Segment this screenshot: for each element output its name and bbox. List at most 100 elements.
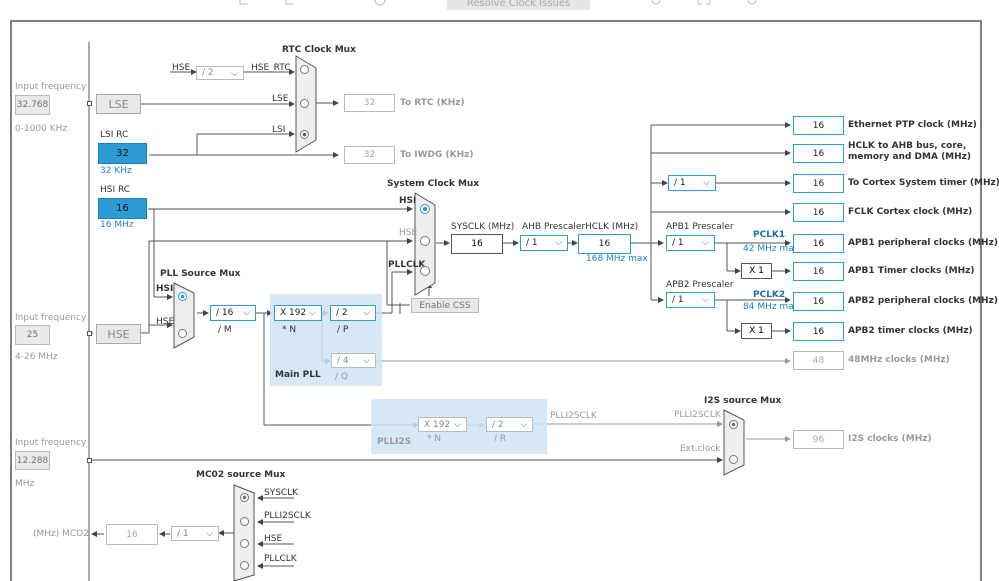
pll-source-hse-label: HSE [156,317,175,327]
ahb-prescaler-select[interactable]: / 1 ⌵ [520,235,568,251]
hclk-ahb-output[interactable]: 16 [793,144,844,163]
plli2s-title: PLLI2S [377,437,412,447]
ext-unit: MHz [15,479,35,489]
sysclk-pllclk-radio[interactable] [420,266,430,276]
cortex-timer-divider-select[interactable]: / 1⌵ [668,175,716,191]
apb1-peripheral-output[interactable]: 16 [793,234,844,253]
chevron-down-icon: ⌵ [454,420,461,430]
pll-q-value: / 4 [337,355,349,366]
apb2-timer-multiplier: X 1 [741,323,772,339]
plli2s-n-label: * N [427,434,442,444]
cortex-divider-value: / 1 [674,178,686,188]
pll-source-mux-title: PLL Source Mux [160,269,241,279]
apb1-prescaler-value: / 1 [672,238,684,248]
pll-q-divider-select[interactable]: / 4 ⌵ [331,353,376,368]
mco2-input-hse: HSE [264,534,283,544]
ext-input-title: Input frequency [15,438,87,448]
clk48-output: 48 [793,351,844,370]
sysclk-hsi-radio[interactable] [420,204,430,214]
enable-css-button[interactable]: Enable CSS [411,298,479,313]
pclk1-label: PCLK1 [753,230,786,240]
rtc-hse-rtc-label: HSE_RTC [251,63,291,73]
fclk-cortex-output[interactable]: 16 [793,203,844,222]
chevron-down-icon: ⌵ [309,308,316,318]
i2s-plli2sclk-radio[interactable] [729,420,738,429]
apb2-timer-output[interactable]: 16 [793,322,844,341]
apb1-prescaler-select[interactable]: / 1 ⌵ [666,235,715,251]
iwdg-output-value: 32 [344,146,395,164]
rtc-lsi-label: LSI [272,125,286,135]
plli2s-r-select[interactable]: / 2⌵ [486,417,533,432]
main-pll-title: Main PLL [275,370,321,380]
pll-n-label: * N [282,325,297,335]
mco2-hse-radio[interactable] [240,539,249,548]
sysclk-label: SYSCLK (MHz) [451,222,515,232]
hse-range: 4-26 MHz [15,352,58,362]
lse-port [87,101,92,106]
plli2s-r-label: / R [494,434,507,444]
cortex-system-timer-output[interactable]: 16 [793,174,844,193]
i2s-mux-input1-label: PLLI2SCLK [674,410,721,420]
mco2-input-plli2sclk: PLLI2SCLK [264,511,311,521]
resolve-clock-issues-button[interactable]: Resolve Clock Issues [447,0,590,10]
pll-m-divider-select[interactable]: / 16 ⌵ [210,305,256,321]
pll-n-multiplier-select[interactable]: X 192⌵ [274,305,322,321]
pll-source-hsi-radio[interactable] [178,292,187,301]
apb2-prescaler-select[interactable]: / 1⌵ [666,292,715,308]
chevron-down-icon: ⌵ [702,238,709,248]
rtc-hse-radio[interactable] [300,65,309,74]
pll-m-value: / 16 [216,308,234,318]
hclk-input[interactable]: 16 [578,234,631,254]
rtc-lsi-radio[interactable] [300,130,309,139]
sysclk-mux-pllclk-label: PLLCLK [388,260,426,270]
hse-frequency-input[interactable]: 25 [15,325,50,345]
i2s-output-label: I2S clocks (MHz) [848,434,932,444]
ahb-prescaler-label: AHB Prescaler [522,222,586,232]
mco2-pllclk-radio[interactable] [240,561,249,570]
apb2-prescaler-value: / 1 [672,295,684,305]
mco2-divider-value: / 1 [177,528,189,539]
apb2-peripheral-output[interactable]: 16 [793,292,844,311]
apb1-peripheral-label: APB1 peripheral clocks (MHz) [848,238,998,248]
ahb-prescaler-value: / 1 [526,238,538,248]
chevron-down-icon: ⌵ [555,238,562,248]
sysclk-hse-radio[interactable] [420,236,430,246]
hsi-rc-box: 16 [98,198,147,219]
rtc-output-label: To RTC (KHz) [400,98,465,108]
pclk2-label: PCLK2 [753,290,786,300]
ethernet-ptp-output[interactable]: 16 [793,116,844,135]
chevron-down-icon: ⌵ [243,308,250,318]
clk48-label: 48MHz clocks (MHz) [848,355,950,365]
rtc-output-value: 32 [344,94,395,112]
lsi-rc-box: 32 [98,143,147,164]
rtc-mux-title: RTC Clock Mux [282,45,356,55]
sysclk-mux-hse-label: HSE [399,228,418,238]
pll-n-value: X 192 [280,308,307,318]
apb1-timer-multiplier: X 1 [741,263,772,279]
pll-source-hsi-label: HSI [156,284,174,294]
pll-p-label: / P [337,325,349,335]
mco2-plli2sclk-radio[interactable] [240,517,249,526]
hsi-title: HSI RC [100,185,131,195]
rtc-hse-divider-select[interactable]: / 2⌵ [196,66,244,80]
chevron-down-icon: ⌵ [206,529,213,539]
ext-frequency-input[interactable]: 12.288 [15,451,50,470]
chevron-down-icon: ⌵ [363,356,370,366]
pll-p-divider-select[interactable]: / 2⌵ [330,305,376,321]
lse-input-title: Input frequency [15,82,87,92]
lse-frequency-input[interactable]: 32.768 [15,95,50,115]
rtc-lse-radio[interactable] [300,99,309,108]
chevron-down-icon: ⌵ [363,308,370,318]
i2s-ext-clock-radio[interactable] [729,455,738,464]
pll-source-hse-radio[interactable] [178,329,187,338]
plli2s-n-select[interactable]: X 192⌵ [418,417,467,432]
plli2s-r-value: / 2 [492,419,504,430]
mco2-sysclk-radio[interactable] [240,493,249,502]
apb2-peripheral-label: APB2 peripheral clocks (MHz) [848,296,998,306]
iwdg-output-label: To IWDG (KHz) [400,150,474,160]
apb1-timer-output[interactable]: 16 [793,262,844,281]
mco2-divider-select[interactable]: / 1 ⌵ [171,526,219,541]
hse-port [87,331,92,336]
plli2sclk-label: PLLI2SCLK [550,411,597,421]
